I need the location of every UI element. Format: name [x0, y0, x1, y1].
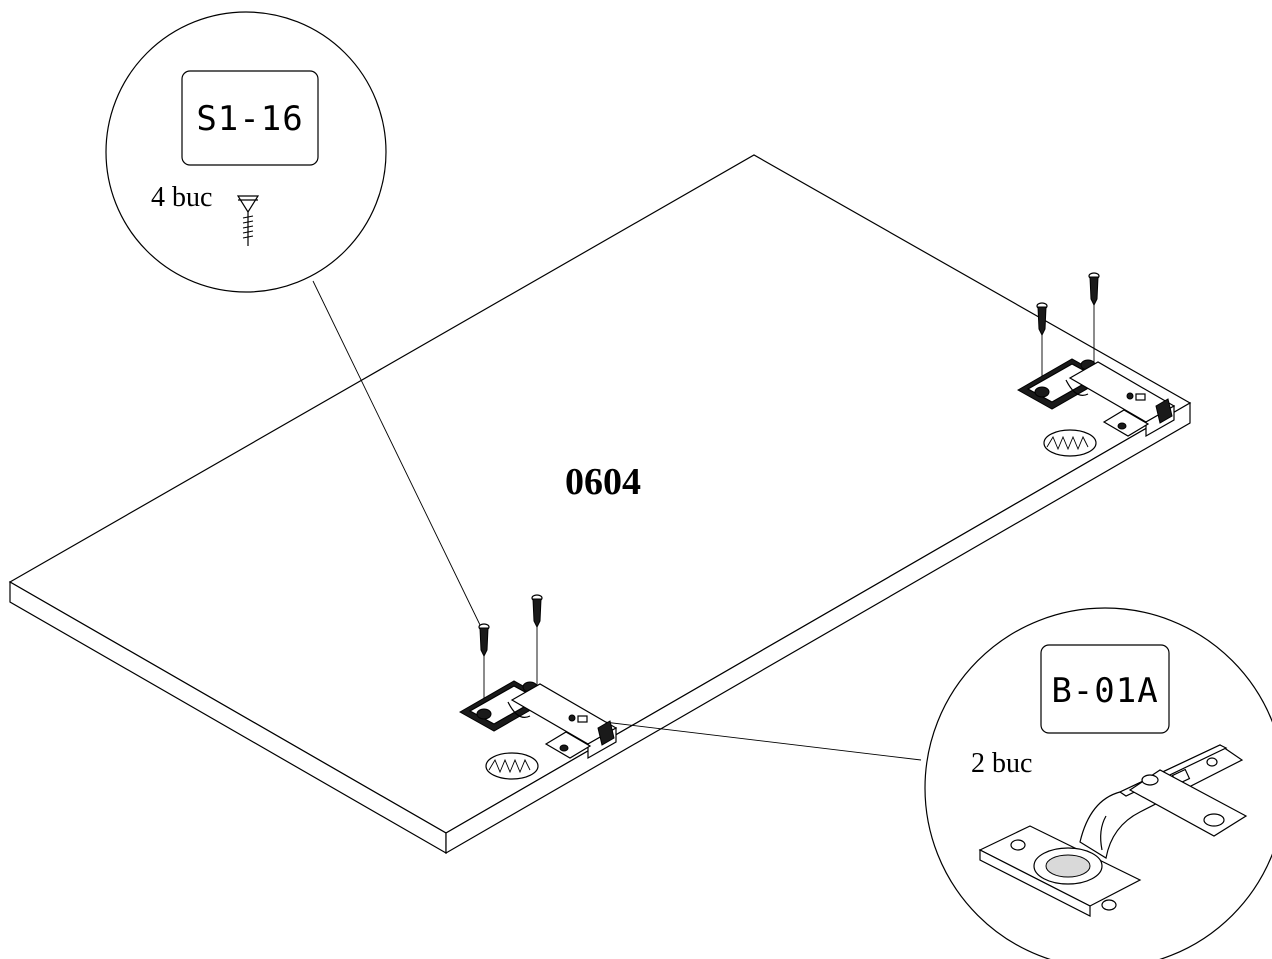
hinge-callout-leader — [595, 720, 922, 761]
hinge-code-box — [1040, 644, 1170, 734]
hinge-quantity: 2 buc — [971, 748, 1032, 779]
screw-quantity: 4 buc — [151, 182, 212, 213]
screw-icon — [1088, 272, 1100, 370]
screw-callout-leader — [312, 280, 482, 628]
hinge-assembly-lower — [458, 594, 618, 780]
screw-icon — [236, 195, 260, 246]
hinge-assembly-upper — [1016, 272, 1176, 457]
screw-icon — [531, 594, 543, 690]
screw-code: S1-16 — [196, 99, 303, 139]
panel-board — [8, 154, 1192, 855]
screw-callout: S1-16 4 buc — [105, 11, 387, 293]
hinge-code: B-01A — [1051, 671, 1158, 711]
panel-part-number: 0604 — [565, 461, 641, 503]
hinge-callout: B-01A 2 buc — [924, 607, 1272, 959]
screw-icon — [478, 623, 490, 708]
hinge-icon — [978, 744, 1248, 917]
screw-code-box — [181, 70, 319, 166]
